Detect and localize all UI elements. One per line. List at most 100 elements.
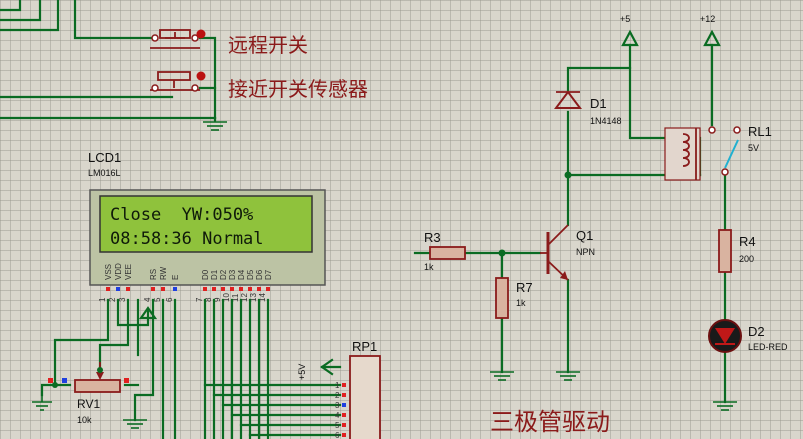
lcd-pin-marker — [173, 287, 177, 291]
rp1-pin-marker — [342, 393, 346, 397]
proximity-switch-label: 接近开关传感器 — [228, 77, 368, 101]
lcd-line-1: Close YW:050% — [110, 205, 253, 225]
ground-symbol — [713, 401, 737, 411]
power-5v-arrow — [621, 29, 639, 47]
d2-led[interactable] — [708, 319, 742, 353]
lcd-pin-name: D5 — [246, 269, 255, 280]
lcd-pin-name: E — [171, 275, 180, 280]
lcd-pin-name: D1 — [210, 269, 219, 280]
rl1-value: 5V — [748, 143, 759, 153]
lcd-pin-name: RW — [159, 266, 168, 280]
rp1-supply — [320, 358, 342, 376]
rp1-supply-label: +5V — [297, 364, 307, 380]
power-5v-label: +5 — [620, 14, 630, 24]
transistor-drive-label: 三极管驱动 — [490, 408, 610, 436]
lcd-pin-number: 7 — [195, 297, 204, 302]
q1-ref: Q1 — [576, 228, 593, 243]
d1-diode[interactable] — [554, 90, 582, 109]
r4-value: 200 — [739, 254, 754, 264]
ground-symbol — [203, 118, 227, 131]
d1-value: 1N4148 — [590, 116, 622, 126]
rv1-potentiometer[interactable] — [48, 362, 129, 393]
rp1-ref: RP1 — [352, 339, 377, 354]
lcd-wiring — [53, 298, 342, 439]
rp1-resistor-pack[interactable] — [349, 355, 381, 439]
vdd-arrow — [138, 306, 158, 320]
lcd-ref: LCD1 — [88, 150, 121, 165]
r7-resistor[interactable] — [495, 277, 509, 319]
lcd-pin-number: 10 — [222, 293, 231, 302]
rv1-value: 10k — [77, 415, 92, 425]
rp1-pin-number: 2 — [335, 391, 340, 400]
rp1-pin-number: 1 — [335, 381, 340, 390]
lcd-pin-name: D0 — [201, 269, 210, 280]
rp1-pin-marker — [342, 383, 346, 387]
lcd-pin-number: 9 — [213, 297, 222, 302]
rl1-ref: RL1 — [748, 124, 772, 139]
lcd-pins: VSS1VDD2VEE3RS4RW5E6D07D18D29D310D411D51… — [98, 263, 273, 302]
ground-symbol — [490, 371, 514, 381]
lcd-pin-marker — [106, 287, 110, 291]
rp1-pin-number: 4 — [335, 411, 340, 420]
lcd-pin-marker — [221, 287, 225, 291]
lcd-pin-number: 4 — [143, 297, 152, 302]
lcd-pin-name: D2 — [219, 269, 228, 280]
lcd-pin-number: 3 — [118, 297, 127, 302]
r3-ref: R3 — [424, 230, 441, 245]
rp1-pin-marker — [342, 423, 346, 427]
lcd-pin-marker — [248, 287, 252, 291]
lcd-pin-name: VSS — [104, 264, 113, 280]
lcd-pin-marker — [212, 287, 216, 291]
r3-resistor[interactable] — [429, 246, 466, 260]
q1-value: NPN — [576, 247, 595, 257]
ground-symbol — [556, 371, 580, 381]
lcd-pin-name: D6 — [255, 269, 264, 280]
lcd-pin-marker — [126, 287, 130, 291]
r4-ref: R4 — [739, 234, 756, 249]
lcd-pin-name: D3 — [228, 269, 237, 280]
r7-ref: R7 — [516, 280, 533, 295]
rp1-pin-marker — [342, 433, 346, 437]
rp1-pin-number: 5 — [335, 421, 340, 430]
rp1-pin-number: 3 — [335, 401, 340, 410]
lcd-display: Close YW:050% 08:58:36 Normal — [89, 189, 326, 286]
lcd-pin-name: D7 — [264, 269, 273, 280]
ground-symbol — [32, 383, 57, 411]
remote-switch-label: 远程开关 — [228, 33, 308, 57]
q1-transistor[interactable] — [540, 224, 569, 281]
r3-value: 1k — [424, 262, 434, 272]
lcd-pin-name: VEE — [124, 264, 133, 280]
rp1-pin-marker — [342, 403, 346, 407]
lcd-pin-marker — [230, 287, 234, 291]
lcd-pin-marker — [161, 287, 165, 291]
rl1-relay[interactable] — [664, 126, 741, 181]
lcd-pin-marker — [266, 287, 270, 291]
lcd-pin-name: VDD — [114, 263, 123, 280]
proximity-switch[interactable] — [150, 71, 206, 92]
ground-symbol — [123, 419, 147, 429]
lcd-pin-marker — [257, 287, 261, 291]
lcd-pin-marker — [151, 287, 155, 291]
rp1-pin-marker — [342, 413, 346, 417]
lcd-part: LM016L — [88, 168, 121, 178]
remote-switch[interactable] — [150, 29, 206, 49]
lcd-pin-number: 8 — [204, 297, 213, 302]
lcd-line-2: 08:58:36 Normal — [110, 229, 264, 249]
rp1-pin-number: 6 — [335, 431, 340, 439]
lcd-pin-number: 5 — [153, 297, 162, 302]
driver-wiring — [413, 43, 727, 404]
d2-ref: D2 — [748, 324, 765, 339]
d2-value: LED-RED — [748, 342, 788, 352]
lcd-pin-number: 1 — [98, 297, 107, 302]
r4-resistor[interactable] — [718, 229, 732, 273]
lcd-pin-number: 13 — [249, 293, 258, 302]
power-12v-arrow — [703, 29, 721, 47]
lcd-pin-number: 14 — [258, 293, 267, 302]
power-12v-label: +12 — [700, 14, 715, 24]
lcd-pin-name: RS — [149, 269, 158, 280]
lcd-pin-number: 6 — [165, 297, 174, 302]
bus-wires-top — [0, 0, 217, 122]
lcd-pin-marker — [239, 287, 243, 291]
